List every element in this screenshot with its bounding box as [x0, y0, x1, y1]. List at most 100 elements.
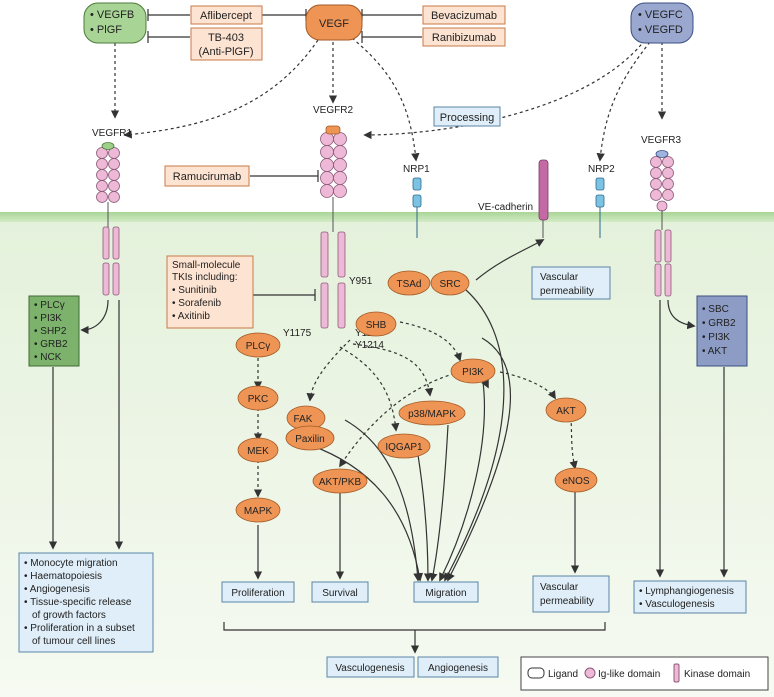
svg-text:Processing: Processing	[440, 112, 494, 124]
vegfr3-signal-box: • SBC • GRB2 • PI3K • AKT	[696, 295, 748, 367]
vegfb-plgf-ligand: • VEGFB • PlGF	[83, 2, 147, 44]
nrp2-label: NRP2	[588, 164, 615, 175]
vascular-permeability-top-box: Vascular permeability	[531, 266, 611, 300]
svg-text:p38/MAPK: p38/MAPK	[408, 409, 456, 420]
proliferation-box: Proliferation	[221, 581, 295, 603]
nrp1-receptor	[412, 177, 422, 208]
enos-node	[554, 467, 598, 493]
svg-text:TB-403: TB-403	[208, 32, 244, 44]
pkc-node	[237, 385, 279, 411]
iqgap1-node	[377, 433, 431, 459]
vegfr3-effects-box: • Lymphangiogenesis • Vasculogenesis	[633, 580, 747, 614]
svg-text:• PlGF: • PlGF	[90, 24, 122, 36]
svg-text:(Anti-PlGF): (Anti-PlGF)	[199, 46, 254, 58]
svg-text:Migration: Migration	[425, 588, 466, 599]
vegfr1-effects-box: • Monocyte migration • Haematopoiesis • …	[18, 552, 154, 653]
svg-text:• Monocyte migration: • Monocyte migration	[24, 558, 118, 569]
src-node	[430, 270, 470, 296]
legend: Ligand Ig-like domain Kinase domain	[520, 656, 769, 691]
akt-pkb-node	[312, 468, 368, 494]
vegfr3-receptor	[650, 150, 674, 297]
svg-text:Ramucirumab: Ramucirumab	[173, 171, 241, 183]
svg-text:• SHP2: • SHP2	[34, 326, 67, 337]
svg-text:Proliferation: Proliferation	[231, 588, 284, 599]
y1214-label: Y1214	[355, 340, 384, 351]
y1175-left-label: Y1175	[283, 328, 312, 339]
kinase-domain-legend-icon	[673, 663, 680, 683]
svg-text:SRC: SRC	[439, 279, 460, 290]
svg-text:FAK: FAK	[294, 414, 313, 425]
svg-text:of tumour cell lines: of tumour cell lines	[32, 636, 115, 647]
akt-node	[545, 397, 587, 423]
svg-text:• Angiogenesis: • Angiogenesis	[24, 584, 90, 595]
svg-text:TKIs including:: TKIs including:	[172, 272, 238, 283]
vegfr1-label: VEGFR1	[92, 128, 132, 139]
svg-text:Vascular: Vascular	[540, 272, 579, 283]
svg-text:• PLCγ: • PLCγ	[34, 300, 65, 311]
svg-text:• Proliferation in a subset: • Proliferation in a subset	[24, 623, 135, 634]
vascular-permeability-box: Vascular permeability	[532, 575, 610, 613]
svg-text:AKT/PKB: AKT/PKB	[319, 477, 362, 488]
ig-domain-legend-icon	[584, 667, 596, 679]
tb403-box: TB-403 (Anti-PlGF)	[190, 27, 263, 61]
svg-text:• VEGFD: • VEGFD	[638, 24, 683, 36]
svg-text:• Haematopoiesis: • Haematopoiesis	[24, 571, 102, 582]
svg-text:• GRB2: • GRB2	[702, 318, 736, 329]
vegfr1-signal-box: • PLCγ • PI3K • SHP2 • GRB2 • NCK	[28, 295, 80, 367]
aflibercept-box: Aflibercept	[190, 5, 263, 25]
angiogenesis-box: Angiogenesis	[417, 656, 499, 678]
svg-text:Ranibizumab: Ranibizumab	[432, 32, 496, 44]
pi3k-node	[450, 358, 496, 384]
svg-text:Paxilin: Paxilin	[295, 434, 324, 445]
svg-text:Small-molecule: Small-molecule	[172, 260, 241, 271]
svg-text:• Vasculogenesis: • Vasculogenesis	[639, 599, 715, 610]
svg-text:permeability: permeability	[540, 286, 594, 297]
vegfb-label: VEGFB	[97, 9, 134, 21]
outcome-bracket	[223, 622, 606, 631]
svg-text:• NCK: • NCK	[34, 352, 62, 363]
migration-box: Migration	[413, 581, 479, 603]
svg-text:• Tissue-specific release: • Tissue-specific release	[24, 597, 132, 608]
nrp2-receptor	[595, 177, 605, 208]
tsad-node	[387, 270, 431, 296]
ranibizumab-box: Ranibizumab	[422, 27, 506, 47]
y951-label: Y951	[349, 276, 373, 287]
svg-text:Bevacizumab: Bevacizumab	[431, 10, 497, 22]
svg-text:• GRB2: • GRB2	[34, 339, 68, 350]
ramucirumab-box: Ramucirumab	[164, 165, 250, 187]
svg-text:PKC: PKC	[248, 394, 269, 405]
svg-text:• Axitinib: • Axitinib	[172, 311, 210, 322]
svg-text:Aflibercept: Aflibercept	[200, 10, 252, 22]
vegfc-label: VEGFC	[645, 9, 683, 21]
svg-text:• AKT: • AKT	[702, 346, 727, 357]
vegf-ligand: VEGF	[305, 4, 363, 41]
tki-box: Small-molecule TKIs including: • Sunitin…	[166, 255, 254, 329]
svg-text:Kinase domain: Kinase domain	[684, 669, 750, 680]
vegfr2-receptor	[320, 125, 347, 329]
svg-text:Vasculogenesis: Vasculogenesis	[335, 663, 404, 674]
plcg-node	[235, 332, 281, 358]
p38-node	[398, 400, 466, 426]
svg-text:• Lymphangiogenesis: • Lymphangiogenesis	[639, 586, 734, 597]
svg-text:• VEGFB: • VEGFB	[90, 9, 134, 21]
svg-text:PI3K: PI3K	[462, 367, 484, 378]
svg-text:Angiogenesis: Angiogenesis	[428, 663, 488, 674]
shb-node	[355, 311, 397, 337]
svg-text:Vascular: Vascular	[540, 582, 579, 593]
svg-text:• PI3K: • PI3K	[34, 313, 62, 324]
svg-text:• VEGFC: • VEGFC	[638, 9, 683, 21]
paxilin-node	[285, 425, 335, 451]
ve-cadherin-label: VE-cadherin	[478, 202, 533, 213]
svg-text:• SBC: • SBC	[702, 304, 729, 315]
svg-text:• Sorafenib: • Sorafenib	[172, 298, 222, 309]
nrp1-label: NRP1	[403, 164, 430, 175]
vegfc-vegfd-ligand: • VEGFC • VEGFD	[630, 2, 694, 44]
ligand-legend-icon	[527, 667, 545, 679]
svg-text:• PI3K: • PI3K	[702, 332, 730, 343]
svg-text:of growth factors: of growth factors	[32, 610, 106, 621]
survival-box: Survival	[311, 581, 369, 603]
mek-node	[237, 437, 279, 463]
svg-text:Survival: Survival	[322, 588, 358, 599]
vasculogenesis-box: Vasculogenesis	[326, 656, 415, 678]
processing-box: Processing	[433, 106, 501, 127]
